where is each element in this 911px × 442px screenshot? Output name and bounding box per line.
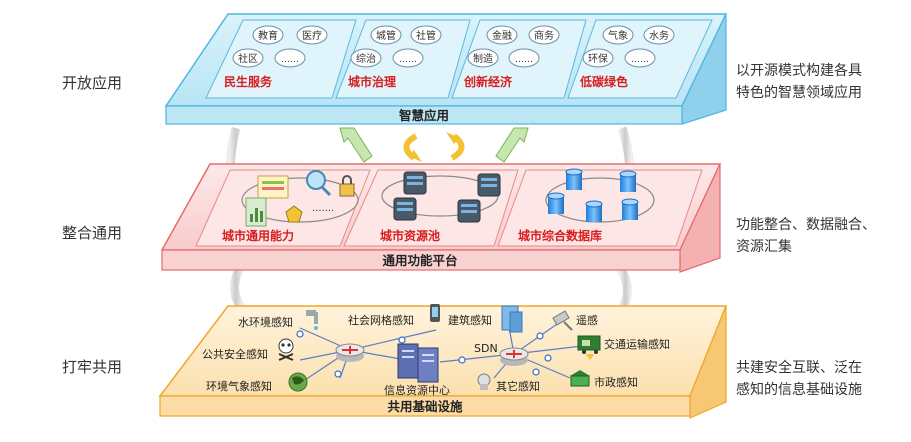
label-sdn: SDN — [474, 342, 498, 355]
tag-more-1: …… — [281, 55, 299, 65]
phone-icon — [430, 304, 440, 322]
tag-manufacturing: 制造 — [473, 52, 493, 65]
layer-shared-infrastructure: 共用基础设施 — [158, 304, 728, 419]
note-bottom-line2: 感知的信息基础设施 — [736, 382, 862, 398]
lock-icon — [339, 183, 355, 197]
note-middle: 功能整合、数据融合、 资源汇集 — [736, 214, 876, 258]
tag-more-2: …… — [399, 55, 417, 65]
tag-urban-mgmt: 城管 — [376, 29, 396, 42]
layer-smart-applications: 智慧应用 教育 医疗 社区 …… 民生服务 城管 社管 综治 …… 城市治理 — [164, 13, 728, 125]
layer-title-common-platform: 通用功能平台 — [382, 253, 457, 268]
sensor-building: 建筑感知 — [448, 313, 492, 327]
tag-more-4: …… — [631, 55, 649, 65]
municipal-building-icon — [570, 370, 590, 387]
other-sensor-icon — [477, 373, 491, 390]
sensor-water: 水环境感知 — [238, 315, 293, 329]
magnifier-icon — [306, 170, 326, 190]
server-icon-4 — [457, 199, 481, 223]
layer-title-smart-app: 智慧应用 — [398, 108, 449, 123]
note-top-line1: 以开源模式构建各具 — [736, 63, 862, 79]
tag-finance: 金融 — [492, 29, 512, 42]
group-city-capability: 城市通用能力 — [222, 228, 294, 243]
group-panel-green: 气象 水务 环保 …… 低碳绿色 — [567, 19, 713, 99]
router-icon-left — [335, 343, 365, 362]
database-icon-3 — [547, 192, 565, 214]
satellite-icon — [552, 310, 573, 331]
up-arrow-right-icon — [495, 127, 529, 163]
sensor-social-grid: 社会网格感知 — [348, 313, 414, 327]
tag-more-3: …… — [515, 55, 533, 65]
note-middle-line1: 功能整合、数据融合、 — [736, 217, 876, 233]
up-arrow-left-icon — [339, 127, 373, 163]
sensor-municipal: 市政感知 — [594, 375, 638, 389]
group-panel-governance: 城管 社管 综治 …… 城市治理 — [335, 19, 471, 99]
group-low-carbon: 低碳绿色 — [579, 74, 628, 89]
server-icon-2 — [477, 173, 501, 197]
water-tap-icon — [306, 310, 318, 330]
tag-community: 社区 — [238, 52, 258, 65]
network-nodes — [296, 330, 552, 378]
label-foundation: 打牢共用 — [62, 358, 123, 376]
sensor-remote: 遥感 — [576, 314, 598, 327]
database-icon-1 — [565, 168, 583, 190]
note-top: 以开源模式构建各具 特色的智慧领域应用 — [736, 60, 862, 104]
user-figure-icon — [285, 205, 303, 223]
group-innovation-economy: 创新经济 — [463, 74, 513, 89]
database-icon-2 — [619, 170, 637, 192]
flow-arrows — [339, 127, 529, 163]
sensor-traffic: 交通运输感知 — [604, 337, 670, 351]
panel-city-database: 城市综合数据库 — [497, 168, 703, 247]
label-open-application: 开放应用 — [62, 74, 123, 92]
building-icon — [501, 305, 523, 333]
server-icon-3 — [393, 197, 417, 221]
sensor-weather: 环境气象感知 — [206, 379, 272, 393]
ellipsis-dots: ······· — [312, 206, 334, 217]
tag-comprehensive: 综治 — [356, 52, 376, 65]
database-icon-5 — [621, 198, 639, 220]
layer-title-shared-infra: 共用基础设施 — [387, 399, 463, 414]
tag-edu: 教育 — [258, 29, 278, 42]
server-icon-1 — [403, 171, 427, 195]
tag-medical: 医疗 — [302, 29, 322, 42]
label-info-center: 信息资源中心 — [384, 383, 450, 397]
tag-environment: 环保 — [588, 52, 608, 65]
skull-icon — [278, 338, 294, 361]
note-middle-line2: 资源汇集 — [736, 239, 792, 255]
group-city-resource-pool: 城市资源池 — [380, 228, 440, 243]
label-integration: 整合通用 — [62, 224, 123, 242]
note-bottom-line1: 共建安全互联、泛在 — [736, 360, 862, 376]
traffic-icon — [577, 335, 601, 360]
sensor-other: 其它感知 — [496, 379, 540, 393]
sensor-public-safety: 公共安全感知 — [202, 347, 268, 361]
panel-city-capability: ······· 城市通用能力 — [195, 169, 371, 247]
group-livelihood-service: 民生服务 — [224, 74, 273, 89]
database-icon-4 — [585, 200, 603, 222]
tag-water: 水务 — [649, 29, 669, 42]
panel-city-resource-pool: 城市资源池 — [343, 169, 519, 247]
tag-weather: 气象 — [608, 29, 628, 42]
layer-common-platform: 通用功能平台 ······· 城市通用能力 — [160, 163, 722, 273]
group-panel-livelihood: 教育 医疗 社区 …… 民生服务 — [205, 19, 357, 99]
note-top-line2: 特色的智慧领域应用 — [736, 85, 862, 101]
globe-icon — [288, 372, 308, 392]
group-city-database: 城市综合数据库 — [518, 228, 602, 243]
router-icon-right — [499, 347, 529, 366]
tag-social-mgmt: 社管 — [416, 29, 436, 42]
data-center-icon — [397, 343, 439, 383]
group-city-governance: 城市治理 — [348, 74, 396, 89]
tag-business: 商务 — [534, 29, 554, 42]
note-bottom: 共建安全互联、泛在 感知的信息基础设施 — [736, 357, 862, 401]
group-panel-economy: 金融 商务 制造 …… 创新经济 — [451, 19, 587, 99]
